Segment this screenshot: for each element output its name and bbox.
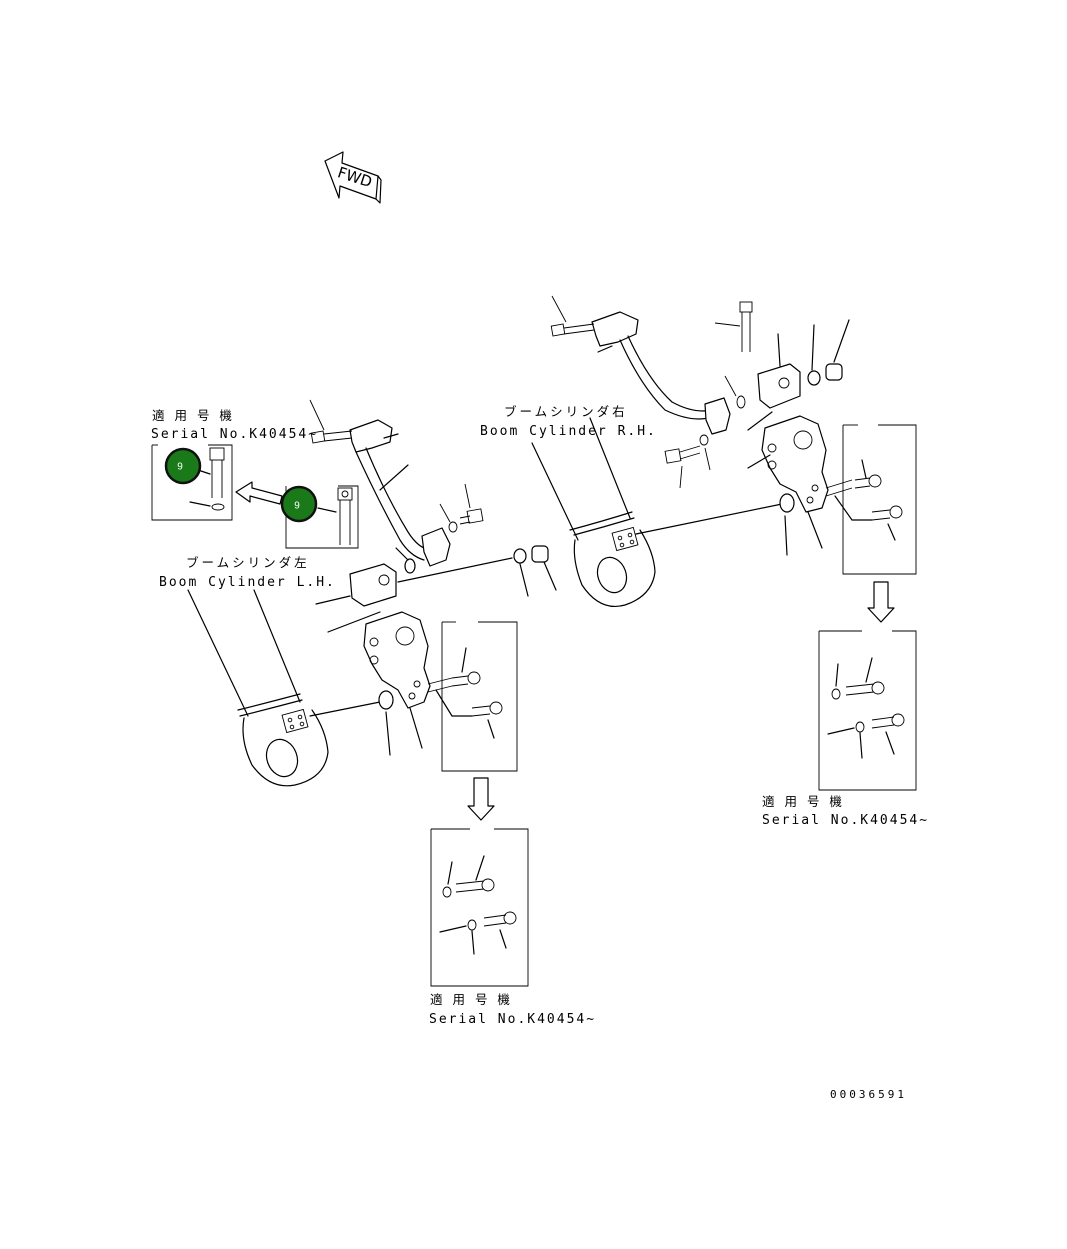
serial-detail-lh bbox=[430, 828, 529, 987]
boom-cylinder-lh-drawing bbox=[187, 399, 557, 787]
boom-rh-en-label: Boom Cylinder R.H. bbox=[480, 424, 657, 439]
down-arrow-icon bbox=[467, 777, 495, 821]
drawing-number: 00036591 bbox=[830, 1088, 907, 1101]
part-marker-label: 9 bbox=[177, 462, 183, 473]
applicable-label-rh: 適 用 号 機 bbox=[762, 794, 845, 809]
part-marker-9-right[interactable]: 9 bbox=[280, 485, 318, 523]
forward-arrow-icon: FWD bbox=[324, 151, 382, 204]
serial-label-top-left: Serial No.K40454~ bbox=[151, 427, 318, 442]
serial-label-lh: Serial No.K40454~ bbox=[429, 1012, 596, 1027]
down-arrow-icon bbox=[867, 581, 895, 623]
left-arrow-icon bbox=[235, 481, 283, 505]
part-marker-label: 9 bbox=[294, 501, 300, 512]
serial-detail-rh bbox=[818, 630, 917, 791]
bolt-detail-new bbox=[151, 444, 233, 521]
serial-label-rh: Serial No.K40454~ bbox=[762, 813, 929, 828]
applicable-label-top-left: 適 用 号 機 bbox=[152, 408, 235, 423]
boom-lh-jp-label: ブームシリンダ左 bbox=[186, 555, 310, 570]
boom-rh-jp-label: ブームシリンダ右 bbox=[504, 404, 628, 419]
boom-lh-en-label: Boom Cylinder L.H. bbox=[159, 575, 336, 590]
applicable-label-lh: 適 用 号 機 bbox=[430, 992, 513, 1007]
bolt-detail-old bbox=[285, 485, 359, 549]
part-marker-9-left[interactable]: 9 bbox=[164, 447, 202, 485]
boom-cylinder-rh-drawing bbox=[531, 295, 917, 607]
